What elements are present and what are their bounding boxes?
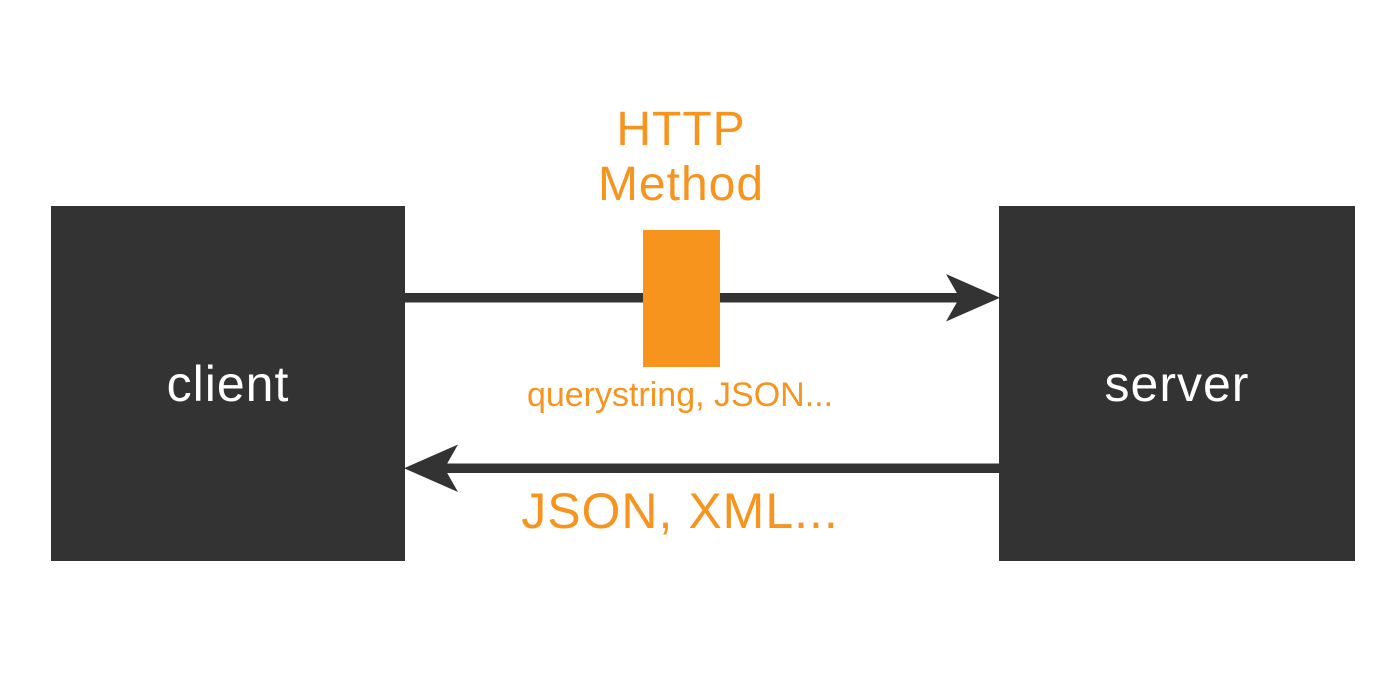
client-node: client — [51, 206, 405, 561]
response-arrowhead-left-icon — [404, 444, 458, 492]
client-node-label: client — [166, 355, 290, 412]
response-arrow-shaft — [443, 463, 999, 473]
request-payload-label: querystring, JSON... — [526, 376, 834, 414]
response-payload-label: JSON, XML... — [521, 483, 839, 539]
http-method-title-line1: HTTP — [616, 103, 746, 156]
http-method-title: HTTP Method — [516, 102, 846, 212]
response-arrow — [404, 444, 999, 492]
server-node-label: server — [1104, 355, 1250, 412]
request-arrowhead-right-icon — [946, 274, 1000, 322]
server-node: server — [999, 206, 1355, 561]
http-method-title-line2: Method — [597, 158, 765, 211]
http-method-rect — [643, 230, 720, 367]
